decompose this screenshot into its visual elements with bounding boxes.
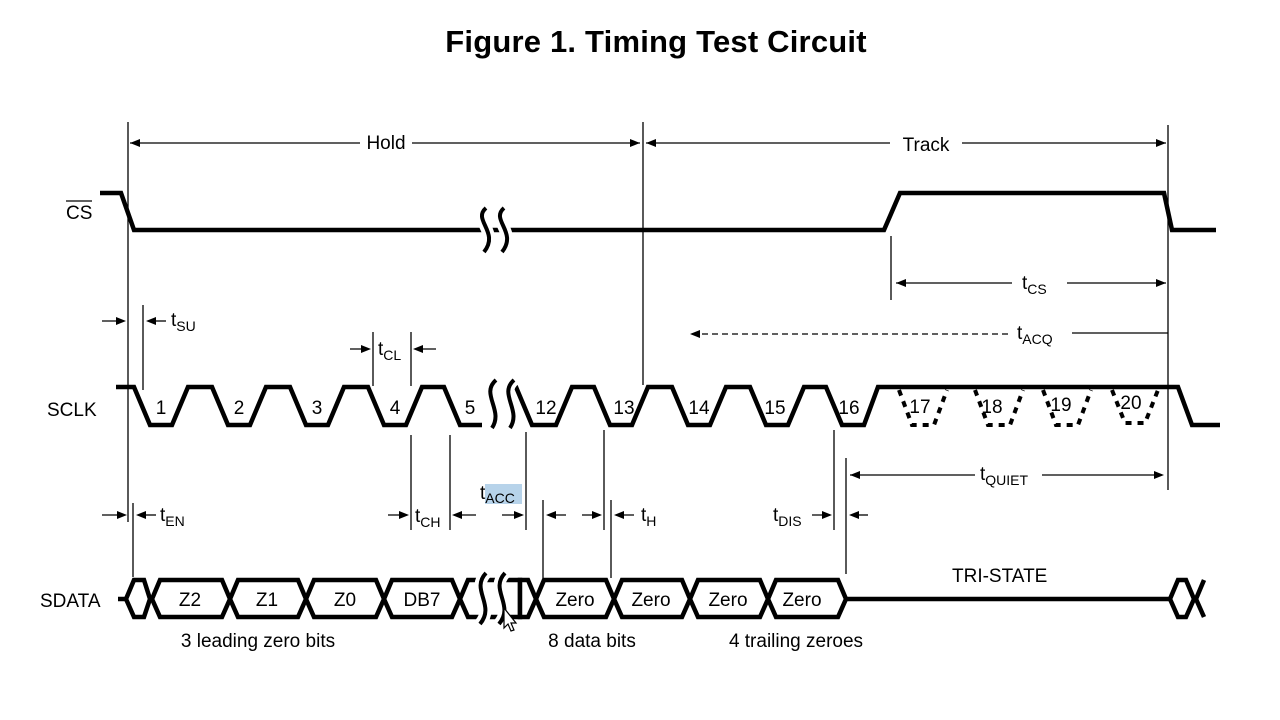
hold-dimension: Hold xyxy=(130,133,640,154)
tch-dimension: tCH xyxy=(388,506,476,530)
tacq-label: tACQ xyxy=(1017,323,1053,347)
clock-number: 2 xyxy=(234,398,245,419)
cs-waveform xyxy=(100,190,1216,233)
sdata-next-cell-edge xyxy=(1193,579,1207,618)
cell-label: Zero xyxy=(708,590,747,611)
tacq-dimension: tACQ xyxy=(690,323,1168,347)
trailing-zeroes-label: 4 trailing zeroes xyxy=(729,631,863,652)
tsu-dimension: tSU xyxy=(102,310,196,334)
ten-dimension: tEN xyxy=(102,505,185,529)
clock-number: 18 xyxy=(981,397,1002,418)
tquiet-label: tQUIET xyxy=(980,464,1029,488)
cell-label: Z0 xyxy=(334,590,356,611)
clock-number: 15 xyxy=(764,398,785,419)
mouse-cursor-icon xyxy=(503,606,518,632)
figure-title: Figure 1. Timing Test Circuit xyxy=(445,24,867,59)
clock-number: 1 xyxy=(156,398,167,419)
tch-label: tCH xyxy=(415,506,441,530)
sdata-next-cell xyxy=(1167,577,1197,620)
sclk-label: SCLK xyxy=(47,400,97,421)
cs-label: CS xyxy=(66,203,92,224)
track-dimension: Track xyxy=(646,135,1166,156)
clock-number: 13 xyxy=(613,398,634,419)
sdata-label: SDATA xyxy=(40,591,101,612)
leading-zero-bits-label: 3 leading zero bits xyxy=(181,631,335,652)
clock-number: 17 xyxy=(909,397,930,418)
cell-label: Zero xyxy=(631,590,670,611)
sdata-cells xyxy=(149,577,849,620)
sclk-optional-pulses xyxy=(897,389,1160,427)
clock-number: 4 xyxy=(390,398,401,419)
clock-number: 3 xyxy=(312,398,323,419)
clock-number: 12 xyxy=(535,398,556,419)
sdata-break-mark xyxy=(474,568,511,628)
clock-number: 19 xyxy=(1050,395,1071,416)
tdis-label: tDIS xyxy=(773,505,802,529)
th-dimension: tH xyxy=(546,505,656,529)
track-label: Track xyxy=(903,135,950,156)
cs-break-mark xyxy=(476,203,514,256)
sdata-cell-partial xyxy=(517,577,539,620)
sdata-enable-cell xyxy=(123,577,153,620)
sdata-cell-labels: Z2 Z1 Z0 DB7 Zero Zero Zero Zero xyxy=(179,590,822,611)
clock-numbers: 1 2 3 4 5 12 13 14 15 16 17 18 19 20 xyxy=(156,393,1142,419)
cell-label: Z1 xyxy=(256,590,278,611)
sclk-waveform-part1 xyxy=(116,384,482,428)
cell-label: Z2 xyxy=(179,590,201,611)
tacc-selection-highlight xyxy=(485,484,522,504)
hold-label: Hold xyxy=(366,133,405,154)
tcl-label: tCL xyxy=(378,339,401,363)
tquiet-dimension: tQUIET xyxy=(850,464,1164,488)
clock-number: 14 xyxy=(688,398,710,419)
ten-label: tEN xyxy=(160,505,185,529)
tacc-dimension: tACC xyxy=(480,483,524,519)
cell-label: Zero xyxy=(782,590,821,611)
cs-signal-label: CS xyxy=(66,200,92,224)
clock-number: 16 xyxy=(838,398,859,419)
tsu-label: tSU xyxy=(171,310,196,334)
cell-label: DB7 xyxy=(404,590,441,611)
tcs-label: tCS xyxy=(1022,273,1047,297)
th-label: tH xyxy=(641,505,656,529)
tacc-label[interactable]: tACC xyxy=(480,483,515,506)
tristate-label: TRI-STATE xyxy=(952,566,1047,587)
tcl-dimension: tCL xyxy=(350,339,436,363)
clock-number: 20 xyxy=(1120,393,1141,414)
tcs-dimension: tCS xyxy=(896,273,1166,297)
clock-number: 5 xyxy=(465,398,476,419)
cell-label: Zero xyxy=(555,590,594,611)
tdis-dimension: tDIS xyxy=(773,505,868,529)
data-bits-label: 8 data bits xyxy=(548,631,636,652)
sclk-waveform-part2 xyxy=(512,384,1220,428)
sclk-break-mark xyxy=(484,375,520,432)
